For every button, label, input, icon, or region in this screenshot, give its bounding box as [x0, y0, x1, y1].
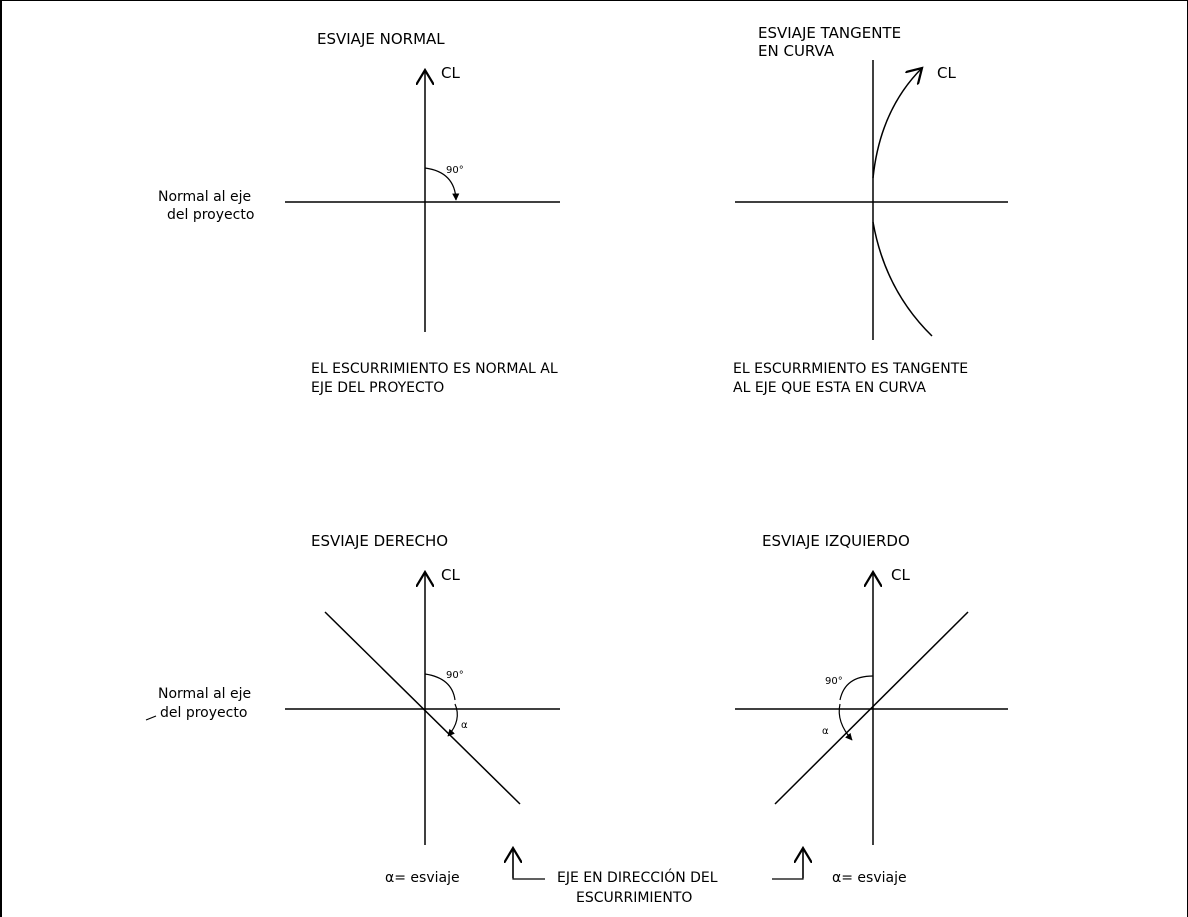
bracket-left [512, 850, 545, 880]
panel-esviaje-izquierdo: ESVIAJE IZQUIERDO CL 90° α α= esviaje [735, 532, 1008, 886]
panel-izquierdo-title: ESVIAJE IZQUIERDO [762, 532, 910, 550]
bracket-right [772, 850, 804, 880]
escurrimiento-pointer: EJE EN DIRECCIÓN DEL ESCURRIMIENTO [512, 850, 804, 906]
angle-arc [424, 167, 460, 201]
angle-arc-90 [424, 673, 456, 701]
bottom-label-line1: EJE EN DIRECCIÓN DEL [557, 868, 718, 886]
alpha-arc [838, 703, 853, 741]
angle-label: 90° [825, 676, 843, 687]
cl-label: CL [891, 566, 910, 584]
bottom-label-line2: ESCURRIMIENTO [576, 890, 692, 906]
angle-label: 90° [446, 670, 464, 681]
panel-esviaje-normal: ESVIAJE NORMAL CL 90° Normal al eje del … [158, 30, 560, 396]
cl-label: CL [441, 566, 460, 584]
normal-label-line1: Normal al eje [158, 189, 251, 205]
caption-line1: EL ESCURRMIENTO ES TANGENTE [733, 361, 968, 377]
panel-tangente-title-line1: ESVIAJE TANGENTE [758, 24, 901, 42]
alpha-caption: α= esviaje [832, 870, 907, 886]
panel-esviaje-derecho: ESVIAJE DERECHO CL 90° α Normal al eje d… [145, 532, 560, 886]
alpha-arc [447, 703, 458, 737]
normal-label-line1: Normal al eje [158, 686, 251, 702]
alpha-symbol: α [822, 726, 829, 737]
caption-line1: EL ESCURRIMIENTO ES NORMAL AL [311, 361, 558, 377]
panel-derecho-title: ESVIAJE DERECHO [311, 532, 448, 550]
angle-arc-90 [839, 675, 874, 701]
alpha-caption: α= esviaje [385, 870, 460, 886]
caption-line2: AL EJE QUE ESTA EN CURVA [733, 380, 926, 396]
panel-normal-title: ESVIAJE NORMAL [317, 30, 445, 48]
normal-label-line2: del proyecto [160, 705, 247, 721]
cl-label: CL [441, 64, 460, 82]
curve-lower [872, 221, 933, 337]
curve-arrow-upper [872, 68, 922, 179]
caption-line2: EJE DEL PROYECTO [311, 380, 444, 396]
panel-esviaje-tangente: ESVIAJE TANGENTE EN CURVA CL EL ESCURRMI… [733, 24, 1008, 396]
alpha-symbol: α [461, 720, 468, 731]
escurrimiento-axis-line [324, 611, 521, 805]
stray-mark [145, 715, 157, 721]
panel-tangente-title-line2: EN CURVA [758, 42, 835, 60]
angle-label: 90° [446, 165, 464, 176]
cl-label: CL [937, 64, 956, 82]
escurrimiento-axis-line [774, 611, 969, 805]
normal-label-line2: del proyecto [167, 207, 254, 223]
